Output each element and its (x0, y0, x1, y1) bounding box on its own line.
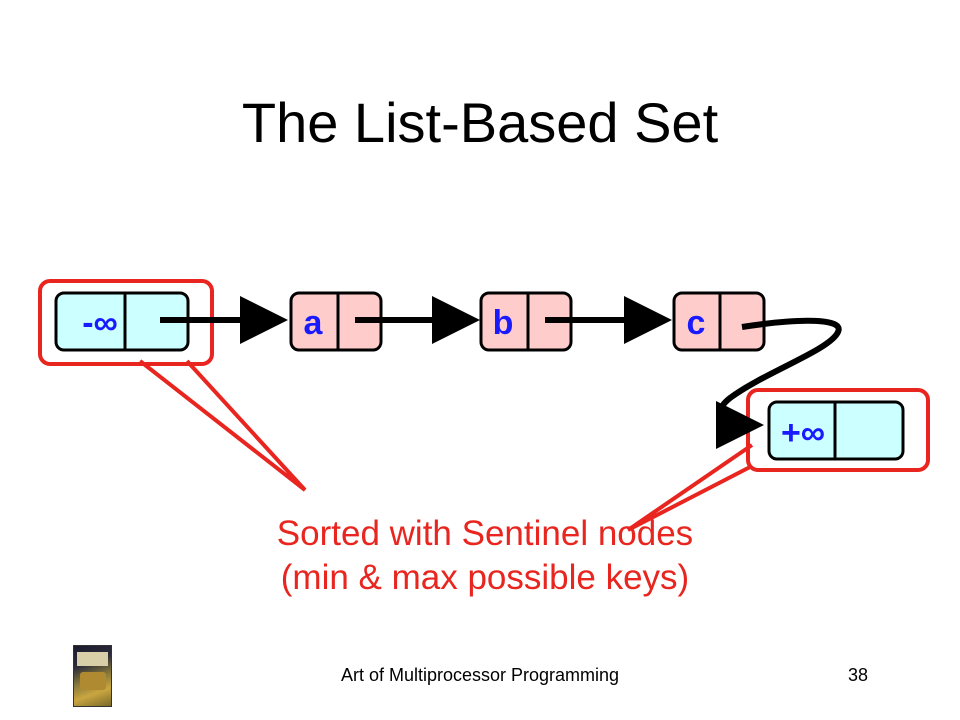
node-a: a (289, 291, 383, 352)
slide-title: The List-Based Set (241, 91, 719, 154)
caption-line-1: Sorted with Sentinel nodes (276, 514, 694, 553)
tail-node-key: +∞ (781, 414, 825, 452)
node-b: b (479, 291, 573, 352)
node-c: c (672, 291, 766, 352)
node-a-key: a (304, 304, 324, 342)
tail-sentinel-node: +∞ (767, 400, 905, 461)
head-sentinel-node: -∞ (54, 291, 190, 352)
caption-line-2: (min & max possible keys) (280, 558, 690, 597)
pointer-c-to-tail (715, 317, 842, 449)
page-number: 38 (848, 665, 869, 685)
head-callout-pointer (138, 359, 307, 492)
head-node-key: -∞ (82, 304, 118, 342)
tail-callout-pointer (626, 443, 754, 532)
footer-text: Art of Multiprocessor Programming (340, 665, 620, 685)
book-cover-thumbnail (73, 645, 112, 707)
node-b-key: b (493, 304, 514, 342)
node-c-key: c (687, 304, 706, 342)
sentinel-caption: Sorted with Sentinel nodes (min & max po… (130, 512, 840, 600)
